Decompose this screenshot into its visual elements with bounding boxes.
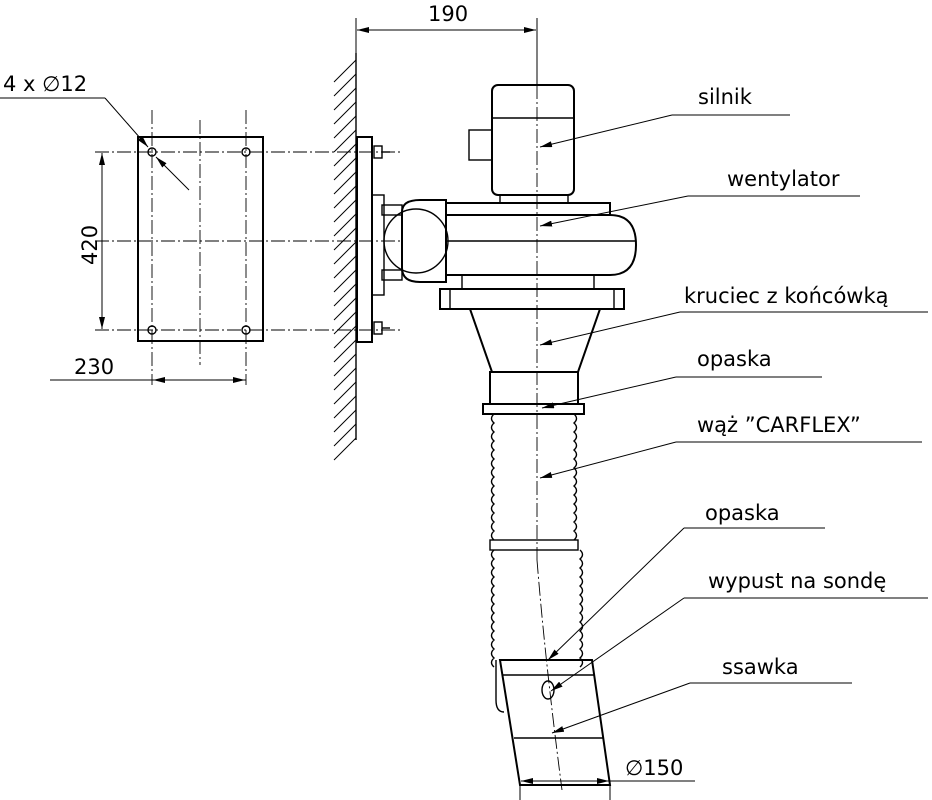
hatch-line	[333, 241, 357, 265]
wall	[333, 53, 357, 461]
fan-inlet	[401, 199, 447, 283]
callout-leader-fan	[539, 195, 689, 227]
hose-right-wall	[572, 413, 578, 541]
mounting-hole	[241, 325, 251, 335]
callout-leader-stub	[539, 311, 681, 346]
offset-dimension: 190	[355, 2, 538, 85]
suction-nozzle	[498, 659, 612, 786]
callout-label-clamp-top: opaska	[697, 347, 772, 371]
hatch-line	[333, 437, 357, 461]
hose-band	[489, 539, 579, 551]
callout-label-suction: ssawka	[722, 655, 799, 679]
mounting-hole	[241, 147, 251, 157]
motor-body	[491, 84, 575, 196]
hatch-line	[333, 353, 357, 377]
bracket-bolt	[373, 321, 383, 335]
hatch-line	[333, 143, 357, 167]
bracket-clamp	[381, 269, 403, 281]
motor-terminal-box	[468, 129, 493, 161]
height-dimension-text: 420	[78, 225, 102, 265]
hatch-line	[333, 423, 357, 447]
callout-label-outlet: wypust na sondę	[708, 569, 886, 593]
hatch-line	[333, 297, 357, 321]
hose-left-wall	[490, 413, 496, 541]
hole-leader-arrow	[155, 156, 190, 191]
callouts: silnik wentylator kruciec z końcówką opa…	[539, 85, 928, 734]
hatch-line	[333, 255, 357, 279]
hatch-line	[333, 199, 357, 223]
hatch-line	[333, 213, 357, 237]
hole-dimension-text: 4 x ∅12	[3, 72, 87, 96]
diameter-dimension-text: ∅150	[625, 756, 683, 780]
outlet-flange	[439, 288, 625, 310]
hatch-line	[333, 101, 357, 125]
hatch-line	[333, 115, 357, 139]
hatch-line	[333, 395, 357, 419]
callout-label-clamp-bottom: opaska	[705, 501, 780, 525]
fan-housing	[445, 214, 638, 276]
duct-assembly: ∅150	[468, 85, 695, 800]
callout-label-motor: silnik	[698, 85, 753, 109]
fan-top-plate	[445, 202, 611, 216]
hole-leader-arrow	[104, 97, 149, 148]
hatch-line	[333, 157, 357, 181]
duct-centerline-bent	[536, 559, 563, 791]
hatch-line	[333, 339, 357, 363]
hatch-line	[333, 325, 357, 349]
wall-bracket	[356, 136, 403, 343]
nozzle-handle	[495, 660, 505, 713]
hatch-line	[333, 87, 357, 111]
bracket-plate	[356, 136, 373, 343]
mounting-hole	[147, 147, 157, 157]
callout-label-stub: kruciec z końcówką	[684, 284, 889, 308]
wall-hatching	[333, 59, 357, 461]
mounting-plate-view: 4 x ∅12 420 230	[0, 72, 400, 385]
callout-leader-clamp-top	[541, 376, 677, 409]
motor-flange	[499, 194, 569, 204]
hatch-line	[333, 381, 357, 405]
hose-right-wall	[578, 549, 584, 668]
hatch-line	[333, 283, 357, 307]
offset-dimension-text: 190	[428, 2, 468, 26]
hatch-line	[333, 171, 357, 195]
hatch-line	[333, 409, 357, 433]
callout-label-fan: wentylator	[727, 167, 840, 191]
callout-leader-suction	[551, 682, 691, 734]
callout-leader-outlet	[550, 597, 685, 692]
mounting-hole	[147, 325, 157, 335]
callout-leader-motor	[539, 114, 673, 148]
width-dimension-text: 230	[74, 355, 114, 379]
hatch-line	[333, 269, 357, 293]
hatch-line	[333, 227, 357, 251]
hatch-line	[333, 129, 357, 153]
hatch-line	[333, 59, 357, 83]
hatch-line	[333, 367, 357, 391]
callout-leader-clamp-bottom	[547, 527, 685, 661]
mounting-plate-outline	[137, 136, 264, 342]
fan-outlet-neck	[461, 274, 595, 290]
clamp-top	[482, 403, 585, 415]
hose-left-wall	[490, 549, 496, 668]
callout-leader-hose	[539, 441, 677, 479]
reducer-stub	[468, 308, 602, 373]
fan-assembly	[383, 84, 638, 310]
callout-label-hose: wąż ”CARFLEX”	[697, 413, 861, 437]
hatch-line	[333, 185, 357, 209]
stub-cylinder	[489, 371, 579, 405]
hatch-line	[333, 311, 357, 335]
hatch-line	[333, 73, 357, 97]
flexible-hose	[490, 413, 584, 668]
fan-inlet-ring	[383, 208, 449, 274]
